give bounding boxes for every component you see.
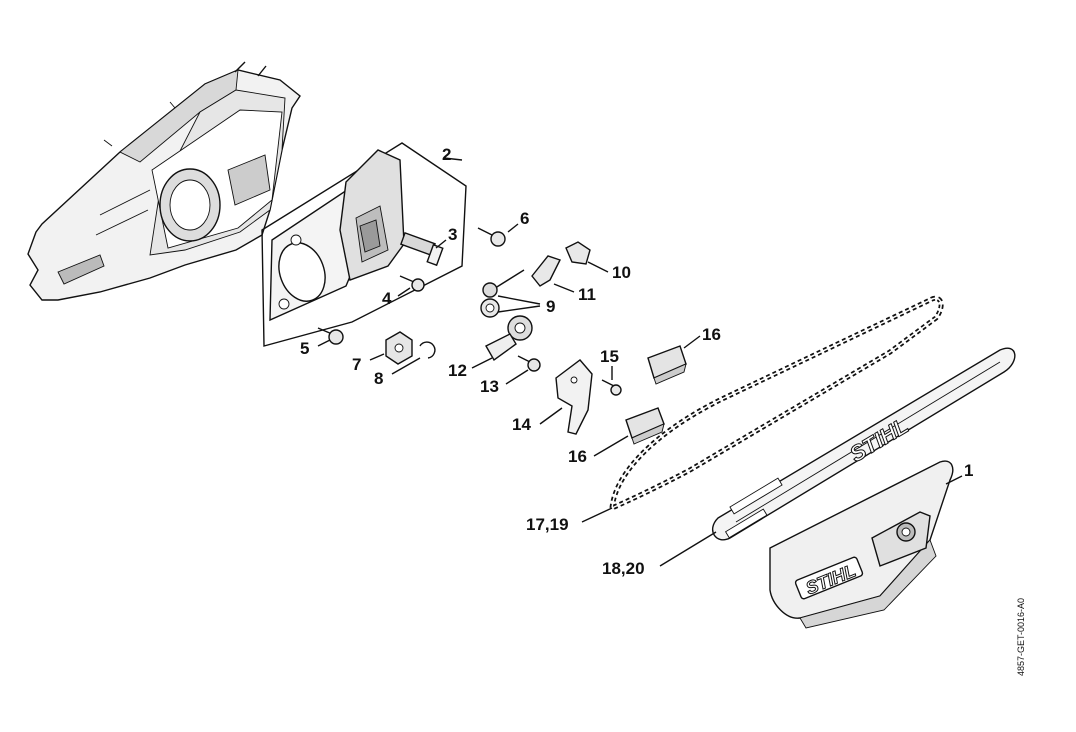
callout-11: 11 <box>578 285 596 304</box>
callout-4: 4 <box>382 289 392 308</box>
screw-5 <box>317 327 344 345</box>
sprocket-cover-assembly <box>261 142 467 347</box>
bolt-3 <box>400 231 444 267</box>
callout-8: 8 <box>374 369 383 388</box>
callout-13: 13 <box>480 377 499 396</box>
callout-2: 2 <box>442 145 451 164</box>
clip-8 <box>419 341 436 359</box>
callout-labels: 2 3 4 5 6 7 8 9 10 11 12 13 14 15 16 16 … <box>300 145 973 578</box>
callout-9: 9 <box>546 297 555 316</box>
bracket-11 <box>531 255 561 287</box>
adjuster-screw-9 <box>480 269 525 318</box>
callout-14: 14 <box>512 415 531 434</box>
block-10 <box>565 241 591 265</box>
plate-14 <box>555 359 593 435</box>
screw-13 <box>517 355 541 372</box>
callout-7: 7 <box>352 355 361 374</box>
leader-lines <box>317 157 963 567</box>
callout-1: 1 <box>964 461 973 480</box>
callout-3: 3 <box>448 225 457 244</box>
callout-18-20: 18,20 <box>602 559 645 578</box>
callout-12: 12 <box>448 361 467 380</box>
callout-16-lower: 16 <box>568 447 587 466</box>
sprocket-cover-1: STIHL <box>769 460 954 629</box>
nut-7 <box>385 331 413 365</box>
screw-15 <box>601 379 622 396</box>
cap-16-lower <box>625 407 665 445</box>
bar-logo: STIHL <box>845 413 912 467</box>
callout-5: 5 <box>300 339 309 358</box>
guide-bar: STIHL <box>712 347 1016 541</box>
callout-16-upper: 16 <box>702 325 721 344</box>
reference-code: 4857-GET-0016-A0 <box>1016 598 1026 676</box>
saw-chain <box>609 295 944 513</box>
tensioner-12 <box>485 315 533 362</box>
callout-10: 10 <box>612 263 631 282</box>
callout-15: 15 <box>600 347 619 366</box>
callout-17-19: 17,19 <box>526 515 569 534</box>
callout-6: 6 <box>520 209 529 228</box>
screw-4 <box>399 275 425 292</box>
cap-16-upper <box>647 345 687 385</box>
screw-6 <box>477 227 506 247</box>
motor-housing <box>27 61 301 301</box>
